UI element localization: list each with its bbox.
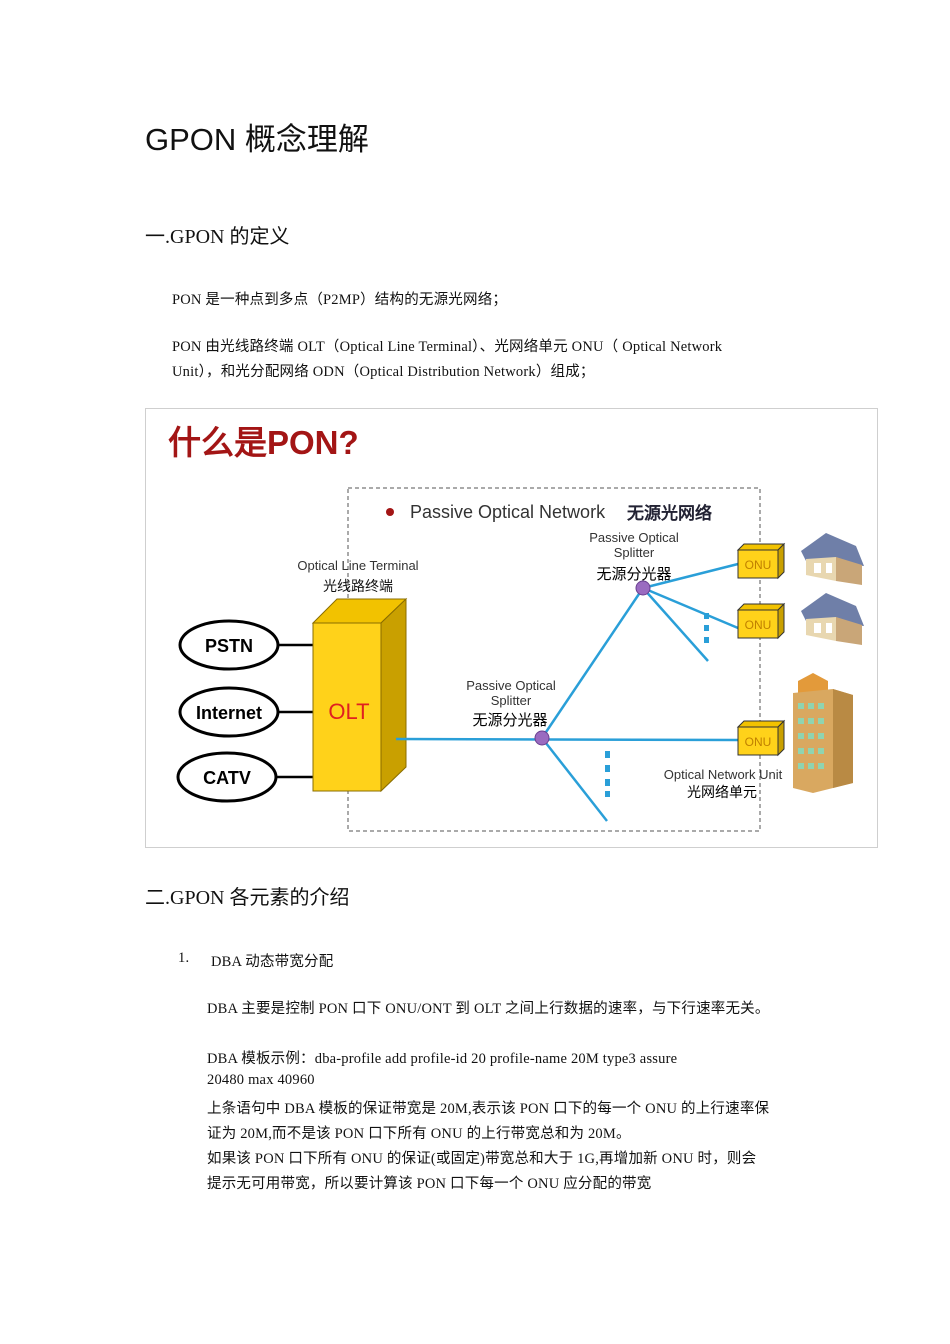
source-pstn: PSTN <box>178 619 313 671</box>
svg-text:Internet: Internet <box>196 703 262 723</box>
paragraph: DBA 主要是控制 PON 口下 ONU/ONT 到 OLT 之间上行数据的速率… <box>207 1001 770 1017</box>
source-catv: CATV <box>176 751 313 803</box>
paragraph: Unit），和光分配网络 ODN（Optical Distribution Ne… <box>172 364 595 380</box>
svg-text:CATV: CATV <box>203 768 251 788</box>
splitter-label-cn: 无源分光器 <box>596 566 671 583</box>
figure-title: 什么是PON? <box>168 424 359 461</box>
list-item-title: DBA 动态带宽分配 <box>211 954 334 970</box>
paragraph: 如果该 PON 口下所有 ONU 的保证(或固定)带宽总和大于 1G,再增加新 … <box>207 1151 757 1167</box>
olt-label: Optical Line Terminal <box>297 558 418 573</box>
paragraph: PON 是一种点到多点（P2MP）结构的无源光网络； <box>172 292 508 308</box>
splitter-icon <box>635 580 651 596</box>
onu-label-cn: 光网络单元 <box>687 784 757 800</box>
house-icon <box>801 593 864 645</box>
splitter-label-cn: 无源分光器 <box>472 712 547 729</box>
pon-label-cn: 无源光网络 <box>626 503 712 523</box>
section-heading-definition: 一.GPON 的定义 <box>145 226 290 248</box>
svg-text:ONU: ONU <box>745 735 772 749</box>
pon-diagram-figure: 什么是PON? Passive Optical Network 无源光网络 PS… <box>145 408 878 848</box>
onu-box: ONU <box>736 542 786 580</box>
house-icon <box>801 533 864 585</box>
paragraph: 上条语句中 DBA 模板的保证带宽是 20M,表示该 PON 口下的每一个 ON… <box>207 1101 770 1117</box>
svg-text:ONU: ONU <box>745 558 772 572</box>
splitter-label: Passive Optical <box>589 530 679 545</box>
paragraph: 20480 max 40960 <box>207 1072 315 1088</box>
section-heading-elements: 二.GPON 各元素的介绍 <box>145 887 350 909</box>
more-branches-dots <box>605 613 709 797</box>
svg-text:OLT: OLT <box>328 699 369 724</box>
splitter-label: Splitter <box>614 545 655 560</box>
onu-box: ONU <box>736 719 786 757</box>
fiber-lines <box>395 562 739 822</box>
paragraph: 提示无可用带宽，所以要计算该 PON 口下每一个 ONU 应分配的带宽 <box>207 1176 652 1192</box>
splitter-icon <box>534 730 550 746</box>
splitter-label: Splitter <box>491 693 532 708</box>
onu-label: Optical Network Unit <box>664 767 783 782</box>
svg-text:ONU: ONU <box>745 618 772 632</box>
building-icon <box>793 673 853 793</box>
svg-text:PSTN: PSTN <box>205 636 253 656</box>
onu-box: ONU <box>736 602 786 640</box>
olt-box: OLT <box>311 597 408 793</box>
source-internet: Internet <box>178 686 313 738</box>
splitter-label: Passive Optical <box>466 678 556 693</box>
page-title: GPON 概念理解 <box>145 122 369 157</box>
paragraph: PON 由光线路终端 OLT（Optical Line Terminal）、光网… <box>172 339 723 355</box>
list-number: 1. <box>178 950 190 966</box>
pon-label: Passive Optical Network <box>410 502 606 522</box>
olt-label-cn: 光线路终端 <box>323 578 393 594</box>
paragraph: 证为 20M,而不是该 PON 口下所有 ONU 的上行带宽总和为 20M。 <box>207 1126 631 1142</box>
bullet-icon <box>386 508 394 516</box>
paragraph: DBA 模板示例：dba-profile add profile-id 20 p… <box>207 1051 678 1067</box>
